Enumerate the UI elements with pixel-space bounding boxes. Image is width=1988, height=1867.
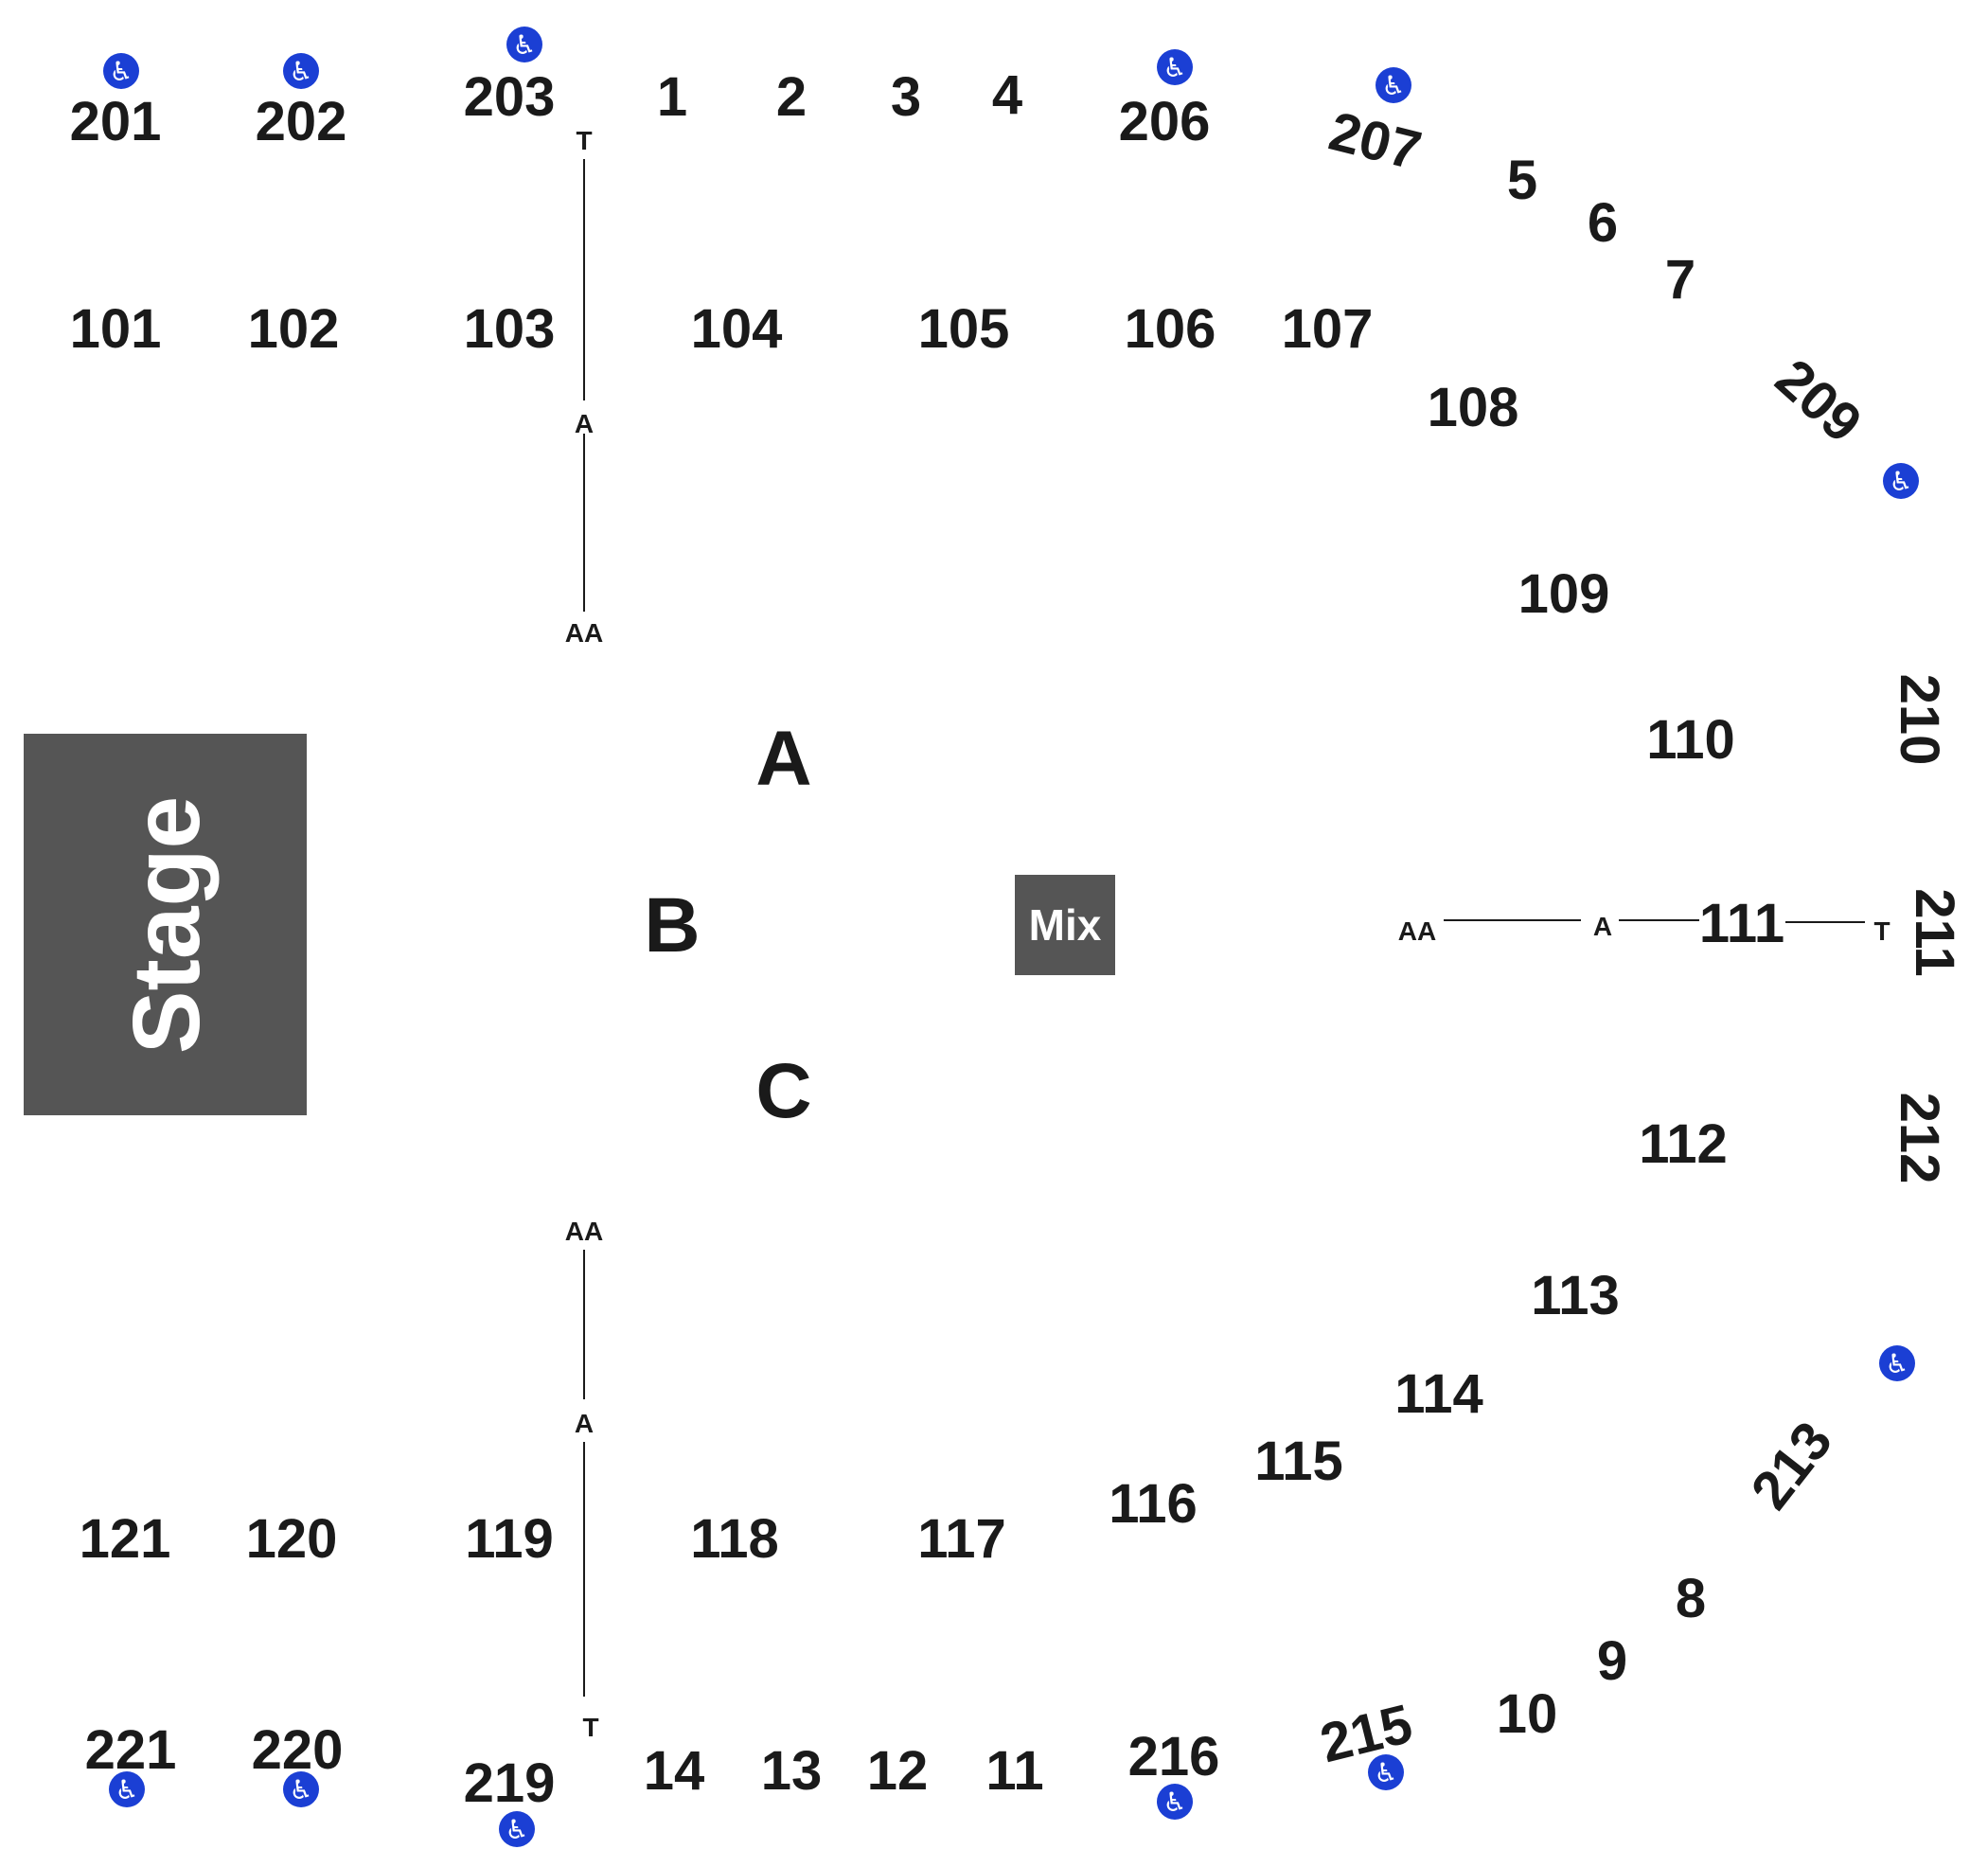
section-113[interactable]: 113: [1531, 1265, 1620, 1326]
stage[interactable]: Stage: [24, 734, 307, 1115]
row-marker: A: [575, 409, 594, 438]
wheelchair-icon[interactable]: ♿: [506, 27, 542, 62]
svg-text:♿: ♿: [505, 1814, 528, 1845]
section-3[interactable]: 3: [891, 66, 921, 128]
row-marker: A: [1593, 912, 1612, 941]
mix-label: Mix: [1029, 900, 1102, 950]
wheelchair-icon[interactable]: ♿: [283, 53, 319, 89]
svg-text:♿: ♿: [512, 29, 536, 61]
section-117[interactable]: 117: [917, 1508, 1006, 1570]
section-104[interactable]: 104: [691, 298, 783, 360]
wheelchair-icon[interactable]: ♿: [1157, 1784, 1193, 1820]
section-5[interactable]: 5: [1507, 150, 1537, 211]
section-120[interactable]: 120: [246, 1508, 338, 1570]
section-102[interactable]: 102: [248, 298, 340, 360]
svg-text:♿: ♿: [1885, 1348, 1908, 1379]
wheelchair-icon[interactable]: ♿: [1879, 1345, 1915, 1381]
zone-c[interactable]: C: [755, 1048, 811, 1134]
section-215[interactable]: 215: [1314, 1693, 1418, 1774]
section-11[interactable]: 11: [985, 1740, 1043, 1802]
svg-text:♿: ♿: [289, 56, 312, 87]
section-213[interactable]: 213: [1739, 1411, 1844, 1520]
section-2[interactable]: 2: [776, 66, 807, 128]
section-4[interactable]: 4: [992, 64, 1022, 126]
svg-text:♿: ♿: [109, 56, 133, 87]
section-206[interactable]: 206: [1119, 91, 1211, 152]
section-13[interactable]: 13: [761, 1740, 823, 1802]
svg-text:♿: ♿: [115, 1774, 138, 1805]
wheelchair-icon[interactable]: ♿: [109, 1771, 145, 1807]
svg-text:♿: ♿: [1163, 52, 1186, 83]
accessible-icons: ♿ ♿ ♿ ♿ ♿ ♿ ♿ ♿ ♿ ♿ ♿ ♿: [103, 27, 1919, 1847]
wheelchair-icon[interactable]: ♿: [103, 53, 139, 89]
svg-text:♿: ♿: [1374, 1757, 1397, 1788]
zone-b[interactable]: B: [644, 882, 700, 969]
section-14[interactable]: 14: [644, 1740, 705, 1802]
section-101[interactable]: 101: [70, 298, 162, 360]
row-marker: AA: [565, 618, 603, 648]
wheelchair-icon[interactable]: ♿: [1376, 67, 1411, 103]
section-216[interactable]: 216: [1128, 1726, 1220, 1787]
section-209[interactable]: 209: [1764, 347, 1873, 454]
section-118[interactable]: 118: [690, 1508, 779, 1570]
section-114[interactable]: 114: [1394, 1363, 1483, 1425]
section-106[interactable]: 106: [1125, 298, 1216, 360]
section-110[interactable]: 110: [1646, 709, 1735, 771]
section-211[interactable]: 211: [1904, 888, 1965, 977]
row-marker: AA: [565, 1217, 603, 1246]
section-202[interactable]: 202: [256, 91, 347, 152]
mix-booth[interactable]: Mix: [1015, 875, 1115, 975]
section-109[interactable]: 109: [1518, 563, 1610, 625]
row-marker: AA: [1398, 916, 1436, 946]
section-6[interactable]: 6: [1588, 192, 1618, 254]
section-12[interactable]: 12: [867, 1740, 929, 1802]
section-112[interactable]: 112: [1639, 1113, 1728, 1175]
section-212[interactable]: 212: [1889, 1093, 1950, 1184]
section-9[interactable]: 9: [1597, 1630, 1627, 1692]
svg-text:♿: ♿: [1889, 466, 1912, 497]
section-220[interactable]: 220: [252, 1719, 344, 1781]
section-7[interactable]: 7: [1665, 249, 1695, 311]
section-219[interactable]: 219: [464, 1752, 556, 1814]
wheelchair-icon[interactable]: ♿: [1883, 463, 1919, 499]
mix-block: [1015, 875, 1115, 975]
section-10[interactable]: 10: [1497, 1683, 1558, 1745]
svg-text:♿: ♿: [289, 1774, 312, 1805]
row-marker: T: [576, 126, 592, 155]
svg-text:♿: ♿: [1163, 1787, 1186, 1818]
svg-text:♿: ♿: [1381, 70, 1405, 101]
stage-block: [24, 734, 307, 1115]
row-marker: A: [575, 1409, 594, 1438]
section-103[interactable]: 103: [464, 298, 556, 360]
section-107[interactable]: 107: [1282, 298, 1374, 360]
section-8[interactable]: 8: [1676, 1568, 1706, 1629]
zone-a[interactable]: A: [755, 716, 811, 802]
row-marker: T: [1873, 916, 1890, 946]
section-111[interactable]: 111: [1699, 893, 1784, 954]
section-203[interactable]: 203: [464, 66, 556, 128]
row-marker: T: [582, 1713, 598, 1742]
stage-label: Stage: [114, 796, 220, 1054]
section-210[interactable]: 210: [1889, 674, 1950, 766]
wheelchair-icon[interactable]: ♿: [1157, 49, 1193, 85]
section-201[interactable]: 201: [70, 91, 162, 152]
section-116[interactable]: 116: [1109, 1473, 1198, 1535]
section-108[interactable]: 108: [1428, 377, 1519, 438]
section-221[interactable]: 221: [85, 1719, 177, 1781]
wheelchair-icon[interactable]: ♿: [283, 1771, 319, 1807]
section-207[interactable]: 207: [1323, 100, 1428, 182]
section-121[interactable]: 121: [80, 1508, 171, 1570]
section-119[interactable]: 119: [465, 1508, 554, 1570]
section-115[interactable]: 115: [1254, 1431, 1343, 1492]
row-lines: [583, 159, 1865, 1697]
wheelchair-icon[interactable]: ♿: [499, 1811, 535, 1847]
section-1[interactable]: 1: [657, 66, 687, 128]
wheelchair-icon[interactable]: ♿: [1368, 1754, 1404, 1790]
section-105[interactable]: 105: [918, 298, 1010, 360]
